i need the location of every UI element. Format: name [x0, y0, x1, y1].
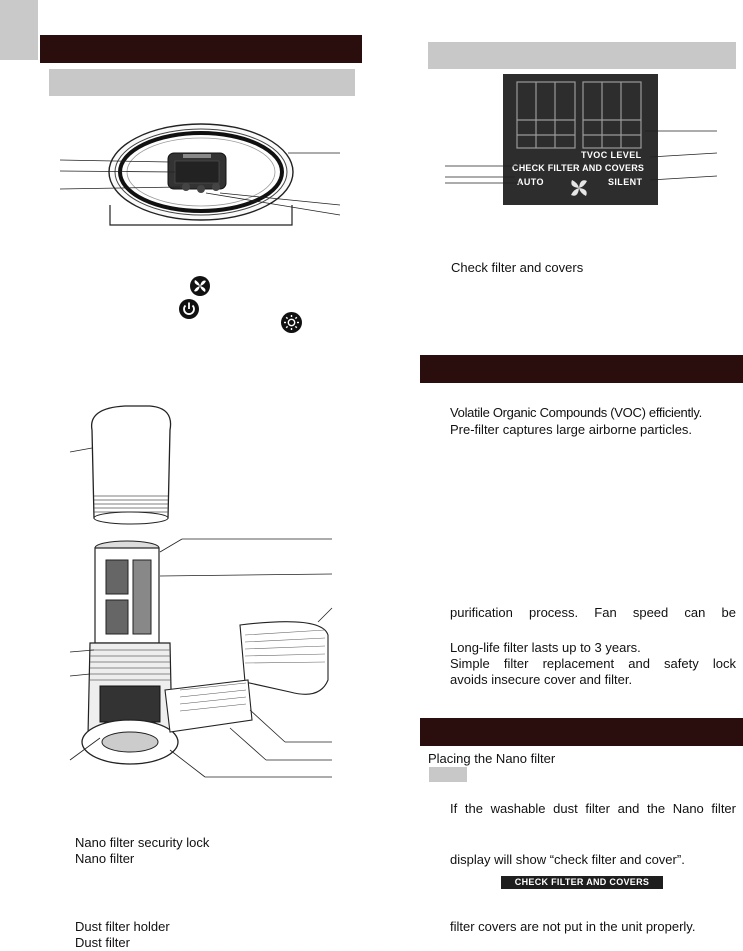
lcd-fan-icon: [571, 180, 587, 196]
lcd-badge: CHECK FILTER AND COVERS: [501, 876, 663, 889]
control-panel-diagram: [59, 123, 341, 226]
lcd-segment-grid: [516, 81, 642, 149]
lcd-check-label: CHECK FILTER AND COVERS: [512, 163, 645, 173]
placing-title: Placing the Nano filter: [428, 751, 556, 766]
part-nano-filter: Nano filter: [75, 851, 135, 866]
section-header-bar-left: [40, 35, 362, 63]
section-header-bar-installation: [420, 718, 743, 746]
subsection-header-bar-left: [49, 69, 355, 96]
subsection-header-bar-right: [428, 42, 736, 69]
text-display-show: display will show “check filter and cove…: [450, 852, 685, 867]
lcd-panel: TVOC LEVEL CHECK FILTER AND COVERS AUTO …: [503, 74, 658, 205]
text-purification: purification process. Fan speed can be: [450, 605, 736, 620]
text-avoids: avoids insecure cover and filter.: [450, 672, 633, 687]
text-simple: Simple filter replacement and safety loc…: [450, 656, 736, 671]
check-filter-note: Check filter and covers: [451, 260, 584, 275]
text-voc: Volatile Organic Compounds (VOC) efficie…: [450, 405, 702, 420]
lcd-callout-lines: [445, 130, 718, 184]
page-tab-marker: [0, 0, 38, 60]
section-header-bar-features: [420, 355, 743, 383]
text-if-filter: If the washable dust filter and the Nano…: [450, 801, 736, 816]
light-icon: [281, 312, 302, 333]
part-dust-holder: Dust filter holder: [75, 919, 170, 934]
power-icon: [179, 299, 199, 319]
part-dust-filter: Dust filter: [75, 935, 130, 950]
lcd-silent-label: SILENT: [608, 177, 643, 187]
part-security-lock: Nano filter security lock: [75, 835, 210, 850]
lcd-auto-label: AUTO: [517, 177, 544, 187]
step-marker: [429, 767, 467, 782]
filter-assembly-diagram: [69, 405, 333, 778]
text-covers: filter covers are not put in the unit pr…: [450, 919, 696, 934]
lcd-tvoc-label: TVOC LEVEL: [581, 150, 642, 160]
text-longlife: Long-life filter lasts up to 3 years.: [450, 640, 641, 655]
text-prefilter: Pre-filter captures large airborne parti…: [450, 422, 693, 437]
fan-icon: [190, 276, 210, 296]
